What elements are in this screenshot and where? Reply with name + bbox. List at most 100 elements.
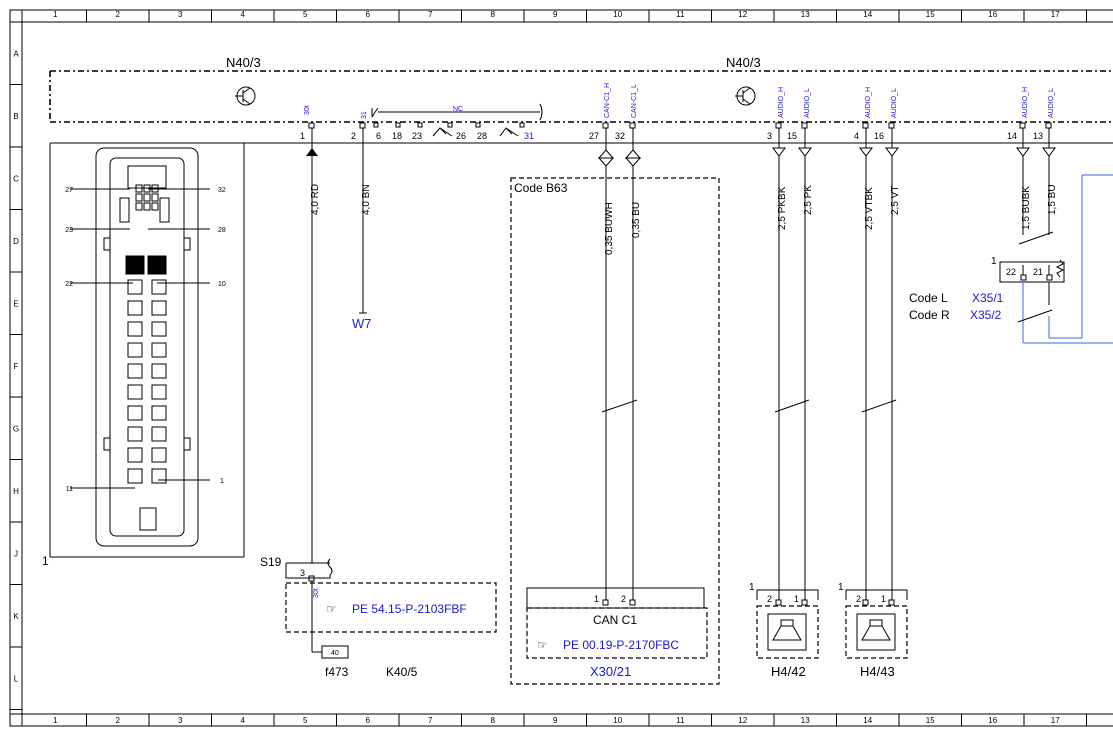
- grid-row-label: G: [13, 424, 19, 433]
- connector-key: [183, 237, 191, 251]
- connector-small-cavity: [135, 193, 143, 202]
- connector-cavity: [127, 300, 143, 316]
- connector-arrow-icon: [772, 147, 786, 157]
- hand-pointer-icon: ☞: [537, 638, 548, 652]
- connector-cavity: [127, 279, 143, 295]
- control-unit-label-right: N40/3: [726, 55, 761, 70]
- fuse-icon: [321, 645, 349, 659]
- drawing-frame: [9, 9, 1113, 727]
- grid-col-label-bottom: 5: [303, 716, 308, 725]
- connector-cavity: [151, 384, 167, 400]
- wire-4-0-rd: 4,0 RD: [310, 184, 321, 215]
- connector-latch: [127, 165, 167, 189]
- grid-col-label-top: 3: [178, 10, 183, 19]
- s19-reference-link[interactable]: PE 54.15-P-2103FBF: [352, 602, 467, 616]
- twisted-pair-icon: [861, 399, 897, 413]
- callout-label: 1: [220, 478, 224, 485]
- resistor-icon: [1055, 259, 1065, 278]
- connector-key: [103, 237, 111, 251]
- x35-2-link[interactable]: X35/2: [970, 308, 1002, 322]
- wire-2-5-vtbk: 2,5 VTBK: [864, 187, 875, 230]
- nc-label: NC: [453, 106, 463, 113]
- grid-col-label-top: 8: [491, 10, 496, 19]
- speaker-pin: 1: [794, 594, 799, 604]
- grid-col-label-top: 10: [613, 10, 622, 19]
- connector-small-cavity: [135, 184, 143, 193]
- connector-cavity: [127, 447, 143, 463]
- control-unit-n40-3: N40/3 N40/3: [49, 55, 1113, 123]
- grid-col-label-top: 6: [366, 10, 371, 19]
- wire-1-5-bubk: 1,5 BUBK: [1021, 186, 1032, 230]
- grid-col-label-bottom: 15: [926, 716, 935, 725]
- connector-lock: [139, 507, 157, 531]
- grid-row-label: K: [13, 612, 19, 621]
- pin-signal-can-l: CAN-C1_L: [631, 84, 638, 118]
- pin-1-30t: 30t 1 4,0 RD: [300, 105, 321, 563]
- pin-signal-31: 31: [361, 111, 368, 119]
- pin-number-14: 14: [1007, 131, 1017, 141]
- grid-col-label-bottom: 8: [491, 716, 496, 725]
- wire-0-35-buwh: 0,35 BUWH: [604, 202, 615, 255]
- can-c1-title: CAN C1: [593, 613, 637, 627]
- connector-cavity: [151, 279, 167, 295]
- grid-col-label-bottom: 1: [53, 716, 58, 725]
- connector-small-cavity: [151, 193, 159, 202]
- bidirectional-arrow-icon: [597, 149, 615, 159]
- speaker-icon: [856, 613, 896, 651]
- pin-signal-audio-h: AUDIO_H: [1022, 87, 1029, 118]
- pin-number-1: 1: [300, 131, 305, 141]
- grid-col-label-bottom: 6: [366, 716, 371, 725]
- connector-cavity: [127, 426, 143, 442]
- transistor-icon: [735, 86, 756, 106]
- speaker-label: H4/42: [771, 664, 806, 679]
- transistor-icon: [235, 86, 256, 106]
- pin-number-27: 27: [589, 131, 599, 141]
- s19-fuse-section: S19 3 30t ☞ PE 54.15-P-2103FBF 40 f473 K…: [260, 555, 497, 679]
- grid-col-label-bottom: 10: [613, 716, 622, 725]
- connector-arrow-icon: [306, 148, 318, 156]
- can-component-label[interactable]: X30/21: [590, 664, 631, 679]
- callout-label: 10: [218, 281, 226, 288]
- connector-cavity: [127, 321, 143, 337]
- connector-cavity: [127, 342, 143, 358]
- pin-26: 26: [456, 131, 466, 141]
- connector-cavity: [127, 384, 143, 400]
- grid-col-label-top: 15: [926, 10, 935, 19]
- connector-cavity: [127, 363, 143, 379]
- wire-2-5-vt: 2,5 VT: [890, 186, 901, 215]
- grid-col-label-top: 14: [863, 10, 872, 19]
- grid-col-label-top: 12: [738, 10, 747, 19]
- twisted-pair-icon: [1018, 231, 1054, 245]
- code-r-label: Code R: [909, 308, 950, 322]
- grid-col-label-bottom: 2: [116, 716, 121, 725]
- callout-label: 32: [218, 187, 226, 194]
- s19-pin: 3: [300, 568, 305, 578]
- connector-arrow-icon: [798, 147, 812, 157]
- grid-row-label: F: [14, 362, 19, 371]
- can-reference-link[interactable]: PE 00.19-P-2170FBC: [563, 638, 679, 652]
- connector-arrow-icon: [885, 147, 899, 157]
- can-pin-2: 2: [621, 594, 626, 604]
- pin-number-2: 2: [351, 131, 356, 141]
- pin-number-15: 15: [787, 131, 797, 141]
- grid-col-label-top: 11: [676, 10, 685, 19]
- can-pin-1: 1: [594, 594, 599, 604]
- pin-18: 18: [392, 131, 402, 141]
- grid-row-label: A: [13, 49, 19, 58]
- pin-number-16: 16: [874, 131, 884, 141]
- wire-2-5-pk: 2,5 PK: [803, 185, 814, 215]
- grid-col-label-top: 9: [553, 10, 558, 19]
- s19-label: S19: [260, 555, 282, 569]
- connector-cavity: [151, 321, 167, 337]
- connector-number: 1: [42, 554, 49, 568]
- pin-number-4: 4: [854, 131, 859, 141]
- x35-1-link[interactable]: X35/1: [972, 291, 1004, 305]
- connector-inner-outline: [109, 157, 185, 537]
- grid-col-label-bottom: 17: [1051, 716, 1060, 725]
- audio-pins-4-16: AUDIO_H 4 2,5 VTBK AUDIO_L 16 2,5 VT: [854, 87, 901, 600]
- pin-28: 28: [477, 131, 487, 141]
- grid-col-label-top: 17: [1051, 10, 1060, 19]
